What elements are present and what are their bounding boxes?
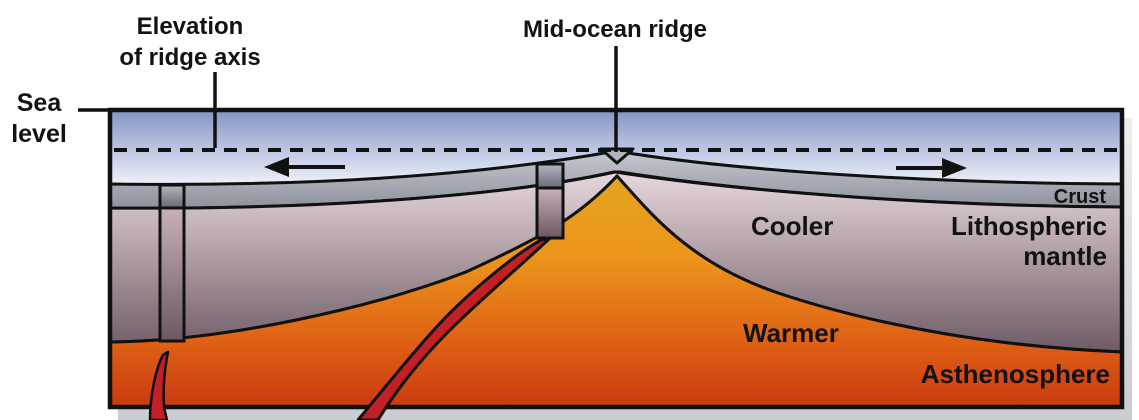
asthenosphere-label: Asthenosphere <box>886 359 1110 389</box>
mid-ocean-ridge-text: Mid-ocean ridge <box>522 16 708 43</box>
magma-conduit-center <box>356 236 552 420</box>
lithospheric-mantle-label: Lithospheric mantle <box>885 211 1107 271</box>
mid-ocean-ridge-label: Mid-ocean ridge <box>495 14 735 45</box>
lithospheric-line2: mantle <box>1023 241 1107 271</box>
sea-level-line1: Sea <box>16 89 62 117</box>
sea-level-label: Sea level <box>0 88 78 150</box>
lithospheric-line1: Lithospheric <box>950 211 1107 241</box>
asthenosphere-layer <box>108 174 1124 409</box>
crust-label: Crust <box>990 185 1106 209</box>
elevation-line1: Elevation <box>136 13 244 40</box>
sea-level-line2: level <box>11 120 67 148</box>
plate-motion-right-arrow-icon <box>896 158 967 178</box>
crust-text: Crust <box>1053 186 1106 208</box>
dike-column-center <box>535 162 565 240</box>
dike-column-left <box>158 183 186 343</box>
elevation-line2: of ridge axis <box>119 44 261 71</box>
elevation-of-ridge-axis-label: Elevation of ridge axis <box>105 11 275 73</box>
cooler-text: Cooler <box>751 211 834 241</box>
magma-dike-left <box>148 350 170 420</box>
asthenosphere-text: Asthenosphere <box>920 359 1110 389</box>
plate-motion-left-arrow-icon <box>264 157 345 177</box>
warmer-label: Warmer <box>743 318 839 348</box>
warmer-text: Warmer <box>743 318 839 348</box>
cooler-label: Cooler <box>751 211 833 241</box>
